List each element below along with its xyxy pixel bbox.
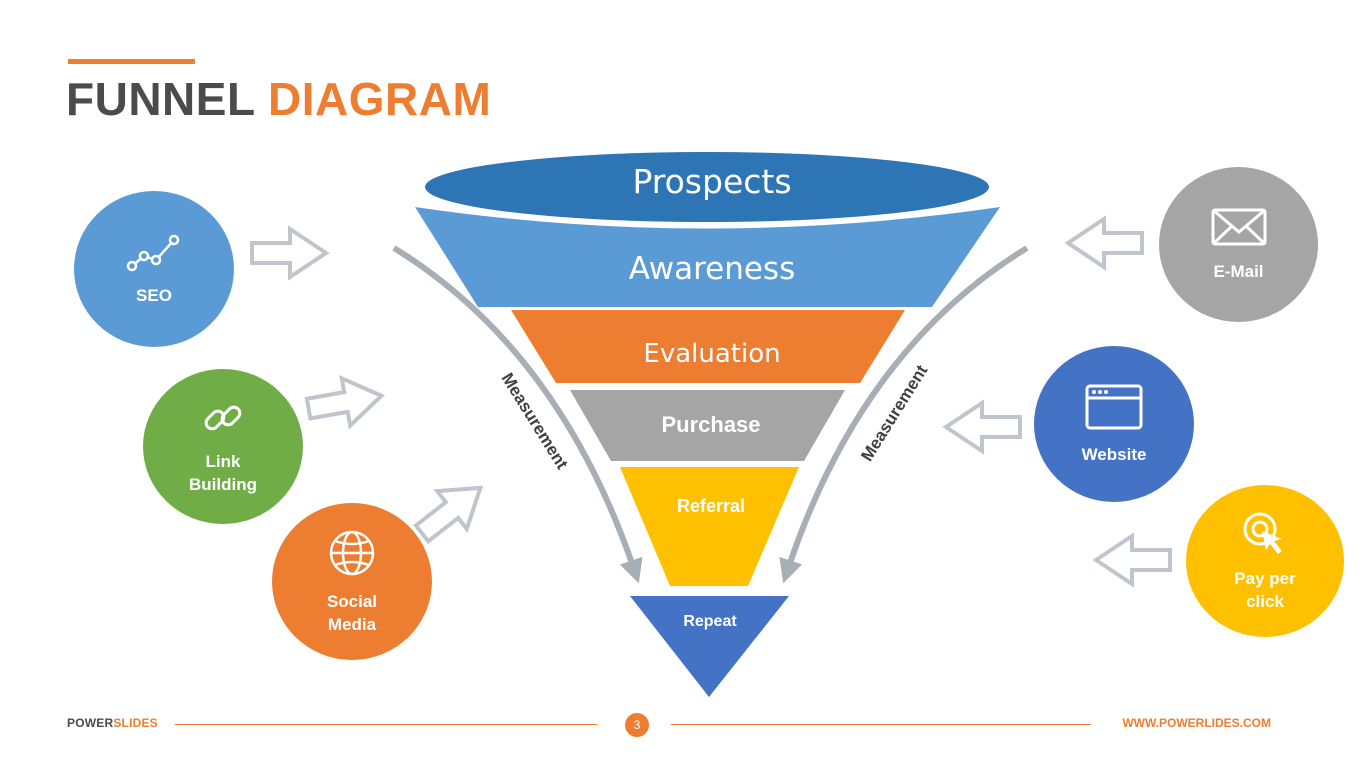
source-label-social-media: Social Media bbox=[326, 591, 378, 634]
funnel-stage-referral bbox=[620, 467, 799, 586]
title-part-funnel: FUNNEL bbox=[66, 73, 255, 125]
footer-website[interactable]: WWW.POWERLIDES.COM bbox=[1122, 716, 1271, 730]
source-label-email: E-Mail bbox=[1213, 262, 1264, 281]
funnel-stage-purchase bbox=[570, 390, 845, 461]
envelope-icon bbox=[1210, 206, 1268, 254]
stage-label-referral: Referral bbox=[677, 496, 745, 516]
stage-label-evaluation: Evaluation bbox=[643, 339, 780, 369]
page-number-badge: 3 bbox=[625, 713, 649, 737]
funnel-stage-prospects bbox=[425, 152, 989, 222]
stage-label-prospects: Prospects bbox=[632, 162, 791, 201]
arrow-email-to-funnel bbox=[1064, 215, 1144, 271]
measurement-arrow-right bbox=[779, 245, 1029, 584]
footer-brand-slides: SLIDES bbox=[113, 716, 158, 730]
measurement-label-left: Measurement bbox=[498, 370, 572, 473]
page-title: FUNNEL DIAGRAM bbox=[66, 76, 491, 122]
footer-brand: POWERSLIDES bbox=[67, 716, 158, 730]
measurement-arrow-left bbox=[392, 245, 643, 584]
source-label-pay-per-click: Pay per click bbox=[1234, 569, 1296, 611]
source-label-seo: SEO bbox=[136, 285, 172, 305]
stage-label-repeat: Repeat bbox=[683, 613, 737, 630]
funnel-stage-evaluation bbox=[511, 310, 905, 383]
source-link-building: Link Building bbox=[143, 369, 303, 524]
source-pay-per-click: Pay per click bbox=[1186, 485, 1344, 637]
globe-icon bbox=[325, 528, 379, 584]
funnel-stage-repeat bbox=[630, 596, 789, 697]
source-seo: SEO bbox=[74, 191, 234, 347]
stage-label-purchase: Purchase bbox=[661, 412, 760, 437]
footer-divider-right bbox=[671, 724, 1091, 725]
footer-brand-power: POWER bbox=[67, 716, 114, 730]
title-accent-bar bbox=[68, 59, 195, 64]
arrow-pay-per-click-to-funnel bbox=[1092, 532, 1172, 588]
arrow-link-building-to-funnel bbox=[304, 375, 386, 430]
title-part-diagram: DIAGRAM bbox=[268, 73, 492, 125]
arrow-seo-to-funnel bbox=[250, 225, 330, 281]
browser-window-icon bbox=[1084, 383, 1144, 437]
link-icon bbox=[201, 398, 245, 444]
source-label-website: Website bbox=[1081, 444, 1147, 464]
footer-divider-left bbox=[175, 724, 597, 725]
source-social-media: Social Media bbox=[272, 503, 432, 660]
funnel-stage-awareness bbox=[415, 207, 1000, 307]
cursor-target-icon bbox=[1240, 509, 1290, 561]
arrow-website-to-funnel bbox=[942, 399, 1022, 455]
measurement-label-right: Measurement bbox=[857, 361, 931, 464]
arrow-social-media-to-funnel bbox=[413, 485, 484, 545]
chart-line-icon bbox=[126, 232, 182, 278]
source-website: Website bbox=[1034, 346, 1194, 502]
source-email: E-Mail bbox=[1159, 167, 1318, 322]
source-label-link-building: Link Building bbox=[189, 451, 257, 494]
stage-label-awareness: Awareness bbox=[629, 251, 795, 287]
